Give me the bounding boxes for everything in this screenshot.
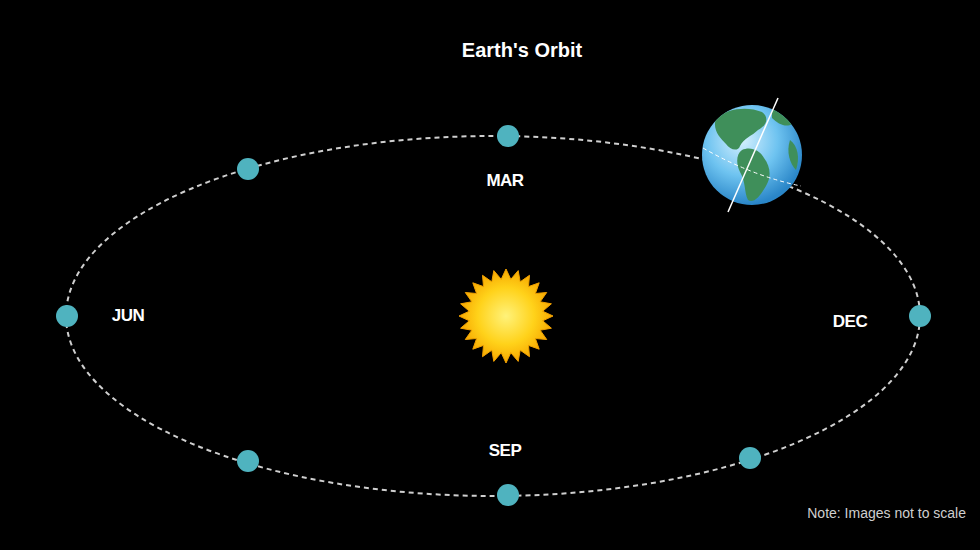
diagram-title: Earth's Orbit [462, 39, 582, 62]
month-label: JUN [112, 306, 145, 326]
earth-globe [702, 105, 802, 205]
month-label: MAR [486, 171, 523, 191]
orbit-path [66, 136, 920, 496]
earth-continents [715, 108, 798, 201]
month-label: DEC [833, 312, 867, 332]
orbit-point [497, 484, 519, 506]
scale-note: Note: Images not to scale [807, 505, 966, 521]
orbit-point [909, 305, 931, 327]
orbit-point [497, 125, 519, 147]
orbit-point [237, 450, 259, 472]
earth-axis [728, 98, 778, 212]
orbit-point [56, 305, 78, 327]
orbit-points [56, 125, 931, 506]
sun [459, 269, 553, 363]
orbit-point [237, 158, 259, 180]
orbit-point [739, 447, 761, 469]
earth-equator [703, 148, 801, 186]
month-label: SEP [489, 441, 522, 461]
earth [702, 98, 802, 212]
